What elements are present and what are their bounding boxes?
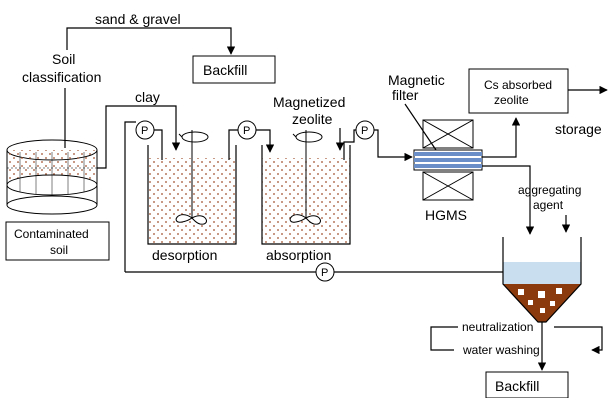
pump-4-label: P bbox=[321, 267, 328, 279]
cs-zeolite-label: zeolite bbox=[494, 93, 529, 107]
water-washing-label: water washing bbox=[462, 343, 540, 357]
absorption-to-pump-3-line bbox=[343, 129, 356, 160]
backfill-bottom-box bbox=[485, 371, 569, 398]
cs-zeolite-box bbox=[468, 68, 569, 114]
desorption-tank bbox=[147, 130, 237, 245]
agent-label: agent bbox=[533, 198, 564, 212]
hgms-unit bbox=[413, 119, 483, 201]
hgms-label: HGMS bbox=[425, 207, 467, 223]
contaminated-soil-label: soil bbox=[50, 243, 68, 257]
neutralization-left-arrow bbox=[430, 326, 458, 351]
pump-1-to-tank-line bbox=[154, 129, 163, 160]
clay-label: clay bbox=[135, 89, 160, 105]
soil-classifier-vessel bbox=[6, 139, 98, 215]
backfill-top-box bbox=[192, 55, 276, 84]
settling-tank bbox=[502, 237, 582, 323]
clay-flow-line bbox=[97, 105, 181, 169]
backfill-top-label: Backfill bbox=[203, 62, 247, 78]
magnetized-label: Magnetized bbox=[273, 94, 345, 110]
desorption-to-pump-2-line bbox=[228, 129, 238, 160]
magnetic-filter-pointer bbox=[404, 103, 437, 151]
filter-label: filter bbox=[392, 87, 419, 103]
absorption-tank bbox=[261, 130, 351, 245]
zeolite-label: zeolite bbox=[292, 111, 333, 127]
pump-2-to-absorption-line bbox=[256, 129, 275, 153]
classification-label: classification bbox=[22, 69, 101, 85]
pump-1-line bbox=[124, 121, 136, 272]
contaminated-label: Contaminated bbox=[14, 227, 89, 241]
neutralization-right-arrow bbox=[554, 326, 603, 355]
cs-absorbed-label: Cs absorbed bbox=[484, 78, 552, 92]
pump-2-label: P bbox=[243, 125, 250, 137]
pump-3-label: P bbox=[361, 125, 368, 137]
hgms-to-cs-line bbox=[482, 117, 521, 158]
pump-3-to-hgms-line bbox=[374, 129, 413, 162]
aggregating-label: aggregating bbox=[518, 183, 581, 197]
pump-1-label: P bbox=[141, 125, 148, 137]
sand-gravel-flow-line bbox=[66, 27, 236, 55]
hgms-to-settler-line bbox=[482, 165, 535, 235]
absorption-label: absorption bbox=[266, 247, 331, 263]
storage-label: storage bbox=[555, 121, 602, 137]
backfill-bottom-label: Backfill bbox=[495, 378, 539, 394]
contaminated-soil-box bbox=[5, 221, 110, 261]
neutralization-label: neutralization bbox=[462, 320, 533, 334]
sand-gravel-label: sand & gravel bbox=[95, 11, 181, 27]
desorption-label: desorption bbox=[152, 247, 217, 263]
soil-label: Soil bbox=[52, 51, 75, 67]
magnetic-label: Magnetic bbox=[388, 72, 445, 88]
